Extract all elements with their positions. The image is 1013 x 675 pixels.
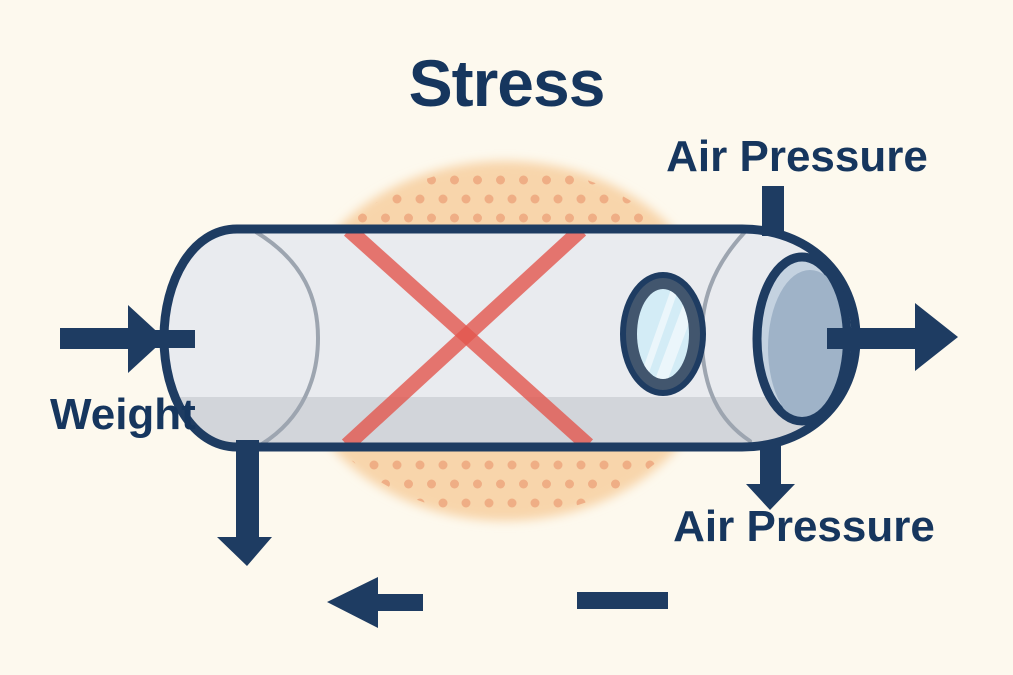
nose-seam-arc [254, 230, 321, 446]
fuselage-outline [159, 224, 861, 452]
stress-cross-diagonal-2 [341, 224, 587, 451]
weight-down-arrow [217, 440, 272, 566]
outward-right-arrow [827, 303, 958, 371]
air-pressure-down-arrow [746, 443, 795, 510]
page-title: Stress [408, 46, 606, 120]
air-pressure-top-connector [762, 186, 784, 236]
bottom-bar [577, 592, 668, 609]
bottom-left-arrow [327, 577, 423, 628]
air-pressure-top-label: Air Pressure [666, 132, 928, 181]
window-glass-reflections [638, 289, 689, 379]
inward-left-arrow [60, 305, 165, 373]
porthole-window [620, 272, 706, 396]
stress-cross [341, 224, 594, 451]
fuselage-shadow-band [164, 397, 856, 447]
end-cap-interior [768, 270, 843, 417]
force-arrows [60, 186, 958, 628]
air-pressure-bottom-label: Air Pressure [673, 502, 935, 551]
weight-label: Weight [50, 390, 196, 439]
inward-left-arrow-stub [155, 330, 195, 348]
